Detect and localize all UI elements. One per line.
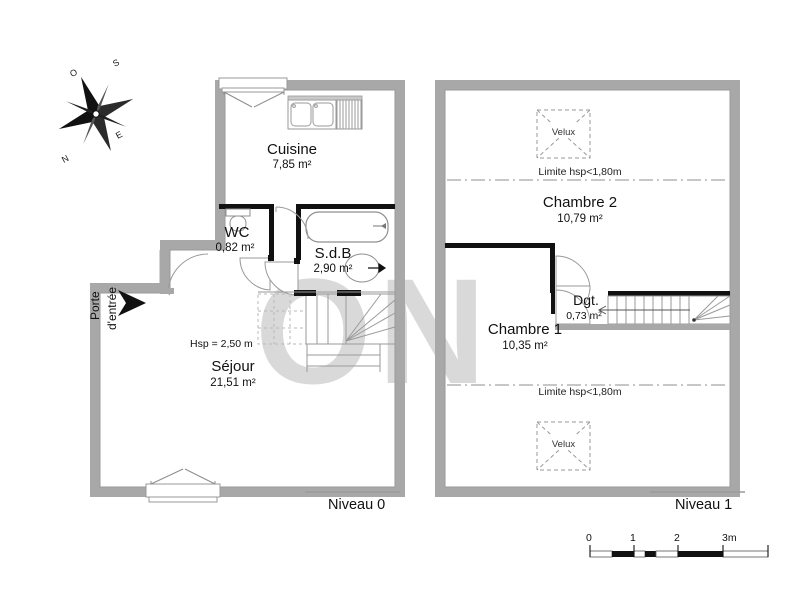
room-area-dgt: 0,73 m² xyxy=(566,310,602,322)
room-area-cuisine: 7,85 m² xyxy=(272,159,312,171)
level0-inner-outline xyxy=(99,89,396,488)
sejour-french-door xyxy=(145,468,221,503)
level1-staircase xyxy=(555,295,731,330)
level0-staircase xyxy=(257,290,396,372)
compass-rose-icon xyxy=(58,76,134,152)
scale-bar xyxy=(589,545,769,558)
scale-tick-3: 3m xyxy=(722,532,737,544)
scale-tick-2: 2 xyxy=(674,532,680,544)
room-label-chambre2: Chambre 2 xyxy=(542,194,618,211)
entrance-arrow-icon xyxy=(118,290,146,316)
room-label-chambre1: Chambre 1 xyxy=(487,321,563,338)
level1-title: Niveau 1 xyxy=(675,497,733,513)
height-limit-label-bottom: Limite hsp<1,80m xyxy=(500,386,660,398)
velux-label-bottom: Velux xyxy=(551,439,576,450)
kitchen-worktop xyxy=(335,99,363,130)
level1-partitions xyxy=(445,243,730,314)
kitchen-counter-edge xyxy=(287,95,363,101)
ceiling-height-note: Hsp = 2,50 m xyxy=(190,338,253,350)
room-label-cuisine: Cuisine xyxy=(266,141,318,158)
kitchen-sink xyxy=(287,99,337,130)
room-area-sdb: 2,90 m² xyxy=(313,263,353,275)
room-area-chambre1: 10,35 m² xyxy=(502,340,548,352)
room-area-wc: 0,82 m² xyxy=(215,242,255,254)
entrance-label-line1: Porte xyxy=(88,291,102,320)
height-limit-label-top: Limite hsp<1,80m xyxy=(500,166,660,178)
level1-inner-outline xyxy=(444,89,731,488)
bathroom-room xyxy=(264,204,395,296)
room-label-wc: WC xyxy=(224,224,250,241)
level1-plan xyxy=(435,80,745,497)
scale-tick-1: 1 xyxy=(630,532,636,544)
room-label-sdb: S.d.B xyxy=(314,245,352,262)
room-label-dgt: Dgt. xyxy=(573,292,599,308)
level0-title: Niveau 0 xyxy=(328,497,386,513)
wc-room xyxy=(219,204,274,291)
level0-plan xyxy=(90,77,405,503)
velux-bottom xyxy=(536,421,591,471)
room-area-chambre2: 10,79 m² xyxy=(557,213,603,225)
kitchen-window xyxy=(218,77,288,108)
kitchen-door xyxy=(275,206,309,240)
scale-tick-0: 0 xyxy=(586,532,592,544)
velux-top xyxy=(536,109,591,159)
room-area-sejour: 21,51 m² xyxy=(210,377,256,389)
room-label-sejour: Séjour xyxy=(211,358,255,375)
velux-label-top: Velux xyxy=(551,127,576,138)
entrance-door xyxy=(159,250,209,296)
entrance-label-line2: d'entrée xyxy=(105,287,119,330)
level0-outer-walls xyxy=(90,80,405,497)
dgt-door-swings xyxy=(555,255,591,325)
